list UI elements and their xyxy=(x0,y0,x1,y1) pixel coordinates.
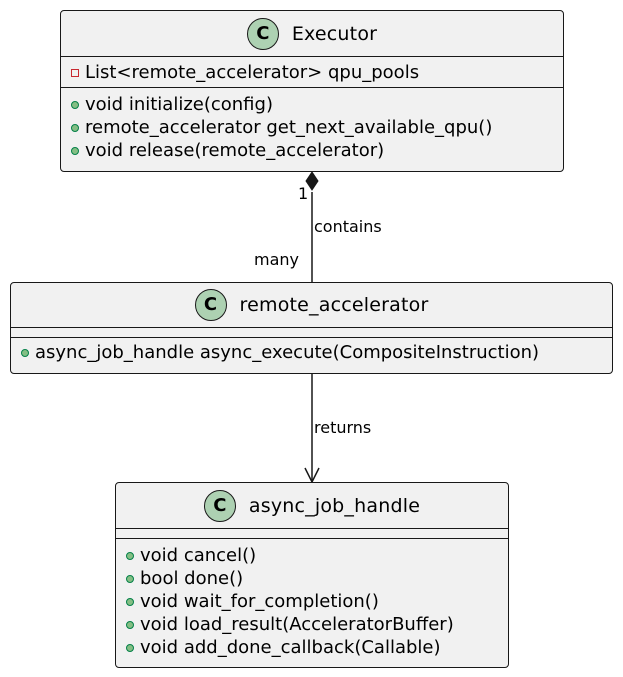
method-row: void load_result(AcceleratorBuffer) xyxy=(116,613,508,636)
method-text: void wait_for_completion() xyxy=(140,591,379,612)
class-executor-header: C Executor xyxy=(61,11,563,56)
class-attributes xyxy=(116,528,508,538)
method-text: void cancel() xyxy=(140,545,257,566)
class-name: Executor xyxy=(291,22,378,45)
public-visibility-icon xyxy=(126,551,134,560)
public-visibility-icon xyxy=(126,620,134,629)
method-row: void cancel() xyxy=(116,544,508,567)
class-async-job-handle-header: C async_job_handle xyxy=(116,483,508,528)
method-text: bool done() xyxy=(140,568,244,589)
method-row: void initialize(config) xyxy=(61,93,563,116)
public-visibility-icon xyxy=(21,348,29,357)
public-visibility-icon xyxy=(71,146,79,155)
dependency-label: returns xyxy=(314,418,372,437)
method-text: void add_done_callback(Callable) xyxy=(140,637,441,658)
method-row: bool done() xyxy=(116,567,508,590)
class-stereotype-icon: C xyxy=(246,17,279,50)
class-executor[interactable]: C Executor List<remote_accelerator> qpu_… xyxy=(60,10,564,172)
public-visibility-icon xyxy=(126,597,134,606)
composition-diamond-icon xyxy=(305,171,319,191)
method-text: async_job_handle async_execute(Composite… xyxy=(35,342,540,363)
public-visibility-icon xyxy=(126,643,134,652)
class-stereotype-icon: C xyxy=(203,489,236,522)
method-row: async_job_handle async_execute(Composite… xyxy=(11,341,612,364)
class-remote-accelerator[interactable]: C remote_accelerator async_job_handle as… xyxy=(10,282,613,374)
public-visibility-icon xyxy=(71,123,79,132)
attribute-row: List<remote_accelerator> qpu_pools xyxy=(61,61,563,84)
class-async-job-handle[interactable]: C async_job_handle void cancel() bool do… xyxy=(115,482,509,668)
class-attributes: List<remote_accelerator> qpu_pools xyxy=(61,56,563,87)
method-row: remote_accelerator get_next_available_qp… xyxy=(61,116,563,139)
composition-target-multiplicity: many xyxy=(254,250,299,269)
class-name: remote_accelerator xyxy=(239,294,429,316)
class-methods: void cancel() bool done() void wait_for_… xyxy=(116,538,508,659)
method-row: void release(remote_accelerator) xyxy=(61,139,563,162)
method-row: void wait_for_completion() xyxy=(116,590,508,613)
method-text: remote_accelerator get_next_available_qp… xyxy=(85,117,493,138)
class-methods: void initialize(config) remote_accelerat… xyxy=(61,87,563,162)
private-visibility-icon xyxy=(71,68,79,77)
attribute-text: List<remote_accelerator> qpu_pools xyxy=(85,62,420,83)
class-attributes xyxy=(11,327,612,337)
method-text: void initialize(config) xyxy=(85,94,273,115)
composition-source-multiplicity: 1 xyxy=(298,184,309,203)
method-text: void release(remote_accelerator) xyxy=(85,140,385,161)
class-name: async_job_handle xyxy=(248,494,421,517)
composition-label: contains xyxy=(314,217,382,236)
method-text: void load_result(AcceleratorBuffer) xyxy=(140,614,454,635)
class-remote-accelerator-header: C remote_accelerator xyxy=(11,283,612,327)
public-visibility-icon xyxy=(71,100,79,109)
class-methods: async_job_handle async_execute(Composite… xyxy=(11,337,612,364)
class-stereotype-icon: C xyxy=(194,289,227,321)
public-visibility-icon xyxy=(126,574,134,583)
method-row: void add_done_callback(Callable) xyxy=(116,636,508,659)
